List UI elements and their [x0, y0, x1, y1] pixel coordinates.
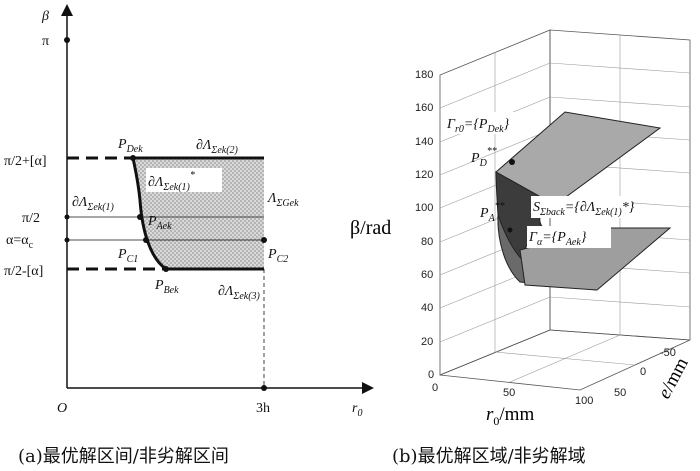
label-p-c2: PC2 [267, 247, 288, 265]
z-tick-60: 60 [421, 269, 433, 281]
s-back-bg [531, 196, 631, 218]
label-p-bek: PBek [154, 278, 179, 296]
x-tick-0: 0 [432, 382, 438, 394]
point-aek [137, 214, 143, 220]
x-tick-3h: 3h [256, 401, 270, 416]
label-gamma-a: Γα={PAek} [528, 230, 587, 248]
y-tick-alpha-c: α=αc [6, 233, 34, 251]
x-axis-label: r0 [352, 401, 362, 419]
label-p-dek: PDek [117, 137, 143, 155]
point-dek [130, 155, 136, 161]
left-panel: β r0 O 3h π π/2+[α] π/2 α=αc π/2-[α] PDe… [4, 4, 374, 467]
z-tick-20: 20 [421, 336, 433, 348]
e-axis-label-group: e/mm [654, 354, 693, 402]
z-tick-80: 80 [421, 236, 433, 248]
label-gamma-r0: Γr0={PDek} [446, 117, 510, 135]
label-top-boundary: ∂ΛΣek(2) [196, 138, 239, 156]
e-tick-neg50: -50 [660, 347, 676, 359]
z-tick-100: 100 [415, 202, 433, 214]
z-tick-180: 180 [415, 69, 433, 81]
z-tick-140: 140 [415, 136, 433, 148]
point-c2 [261, 237, 267, 243]
y-tick-pi-half-plus: π/2+[α] [4, 154, 47, 169]
x-axis-label-3d: r0/mm [486, 404, 534, 428]
point-pa [507, 227, 513, 233]
x-tick-50: 50 [503, 387, 515, 399]
point-bek [163, 266, 169, 272]
z-tick-160: 160 [415, 102, 433, 114]
z-ticks: 180 160 140 120 100 80 60 40 20 0 [415, 69, 434, 381]
right-panel: 180 160 140 120 100 80 60 40 20 0 0 50 1… [350, 29, 693, 467]
label-bottom-boundary: ∂ΛΣek(3) [218, 284, 261, 302]
y-tick-pi-half-minus: π/2-[α] [4, 264, 43, 279]
gamma-a-bg [527, 226, 611, 248]
label-p-c1: PC1 [117, 247, 138, 265]
label-p-aek: PAek [147, 214, 172, 232]
left-caption: (a)最优解区间/非劣解区间 [18, 446, 229, 467]
label-pa: PA** [479, 201, 505, 224]
z-tick-120: 120 [415, 169, 433, 181]
pi-tick-point [64, 37, 70, 43]
point-pd [509, 159, 515, 165]
y-axis-label: β [41, 9, 49, 24]
label-s-back: SΣback={∂ΛΣek(1)*} [533, 200, 635, 218]
x-tick-100: 100 [575, 395, 593, 407]
z-axis-label: β/rad [350, 217, 391, 239]
three-h-tick-point [261, 385, 267, 391]
e-tick-0: 0 [640, 366, 646, 378]
e-tick-50: 50 [614, 387, 626, 399]
z-tick-0: 0 [428, 369, 434, 381]
pi-half-tick-point [64, 214, 70, 220]
left-boundary-curve [131, 157, 167, 271]
label-pd: PD** [470, 146, 497, 169]
inner-boundary-label-bg [146, 168, 222, 192]
gamma-r0-bg [446, 112, 526, 134]
z-tick-40: 40 [421, 302, 433, 314]
alpha-c-tick-point [64, 237, 70, 243]
label-region: ΛΣGek [266, 191, 299, 209]
e-axis-label: e/mm [654, 354, 693, 402]
y-tick-pi: π [42, 34, 49, 49]
right-caption: (b)最优解区域/非劣解域 [392, 446, 586, 467]
label-inner-boundary: ∂ΛΣek(1)* [148, 170, 195, 193]
y-tick-pi-half: π/2 [22, 211, 40, 226]
label-left-boundary: ∂ΛΣek(1) [72, 195, 115, 213]
point-c1 [143, 237, 149, 243]
origin-label: O [57, 401, 67, 416]
